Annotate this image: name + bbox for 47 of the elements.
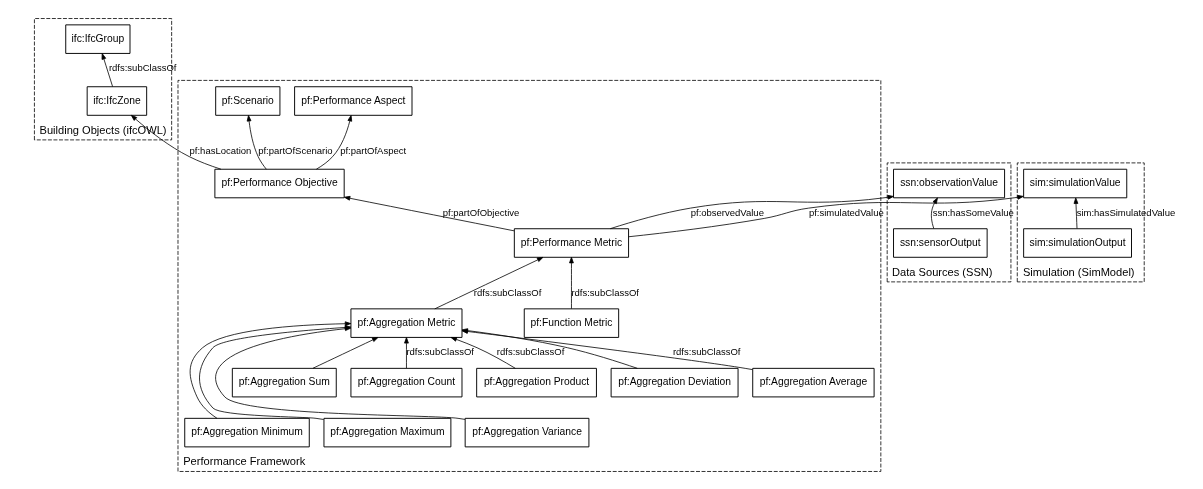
edge-label: pf:partOfAspect xyxy=(339,144,406,156)
edge-label: rdfs:subClassOf xyxy=(496,345,564,357)
arrow xyxy=(433,256,543,309)
arrow xyxy=(312,336,378,369)
node-box: ssn:observationValue xyxy=(892,168,1005,198)
arrow xyxy=(450,336,516,369)
arrow xyxy=(101,52,113,87)
node-box: pf:Scenario xyxy=(214,85,280,116)
arrow xyxy=(1073,197,1078,229)
edge-label: rdfs:subClassOf xyxy=(473,286,541,298)
node-box: ifc:IfcZone xyxy=(86,85,147,116)
edge-label: pf:partOfObjective xyxy=(442,206,519,218)
arrow xyxy=(627,194,1024,237)
node-box: pf:Performance Metric xyxy=(513,227,629,258)
node-box: ifc:IfcGroup xyxy=(64,23,130,54)
arrow xyxy=(343,195,515,231)
node-box: pf:Performance Aspect xyxy=(293,85,412,116)
edge-label: rdfs:subClassOf xyxy=(672,345,740,357)
node-box: sim:simulationValue xyxy=(1022,168,1127,198)
edge-label: rdfs:subClassOf xyxy=(570,286,639,298)
node-box: pf:Performance Objective xyxy=(213,168,345,198)
edge-label: pf:simulatedValue xyxy=(808,206,884,218)
node-box: pf:Aggregation Maximum xyxy=(323,417,451,447)
edge-label: pf:hasLocation xyxy=(189,144,251,156)
edge-label: pf:observedValue xyxy=(690,206,764,218)
edge-label: sim:hasSimulatedValue xyxy=(1076,206,1175,218)
edge-label: ssn:hasSomeValue xyxy=(932,206,1014,218)
edge-label: rdfs:subClassOf xyxy=(405,345,474,357)
arrow xyxy=(609,194,894,229)
node-box: pf:Function Metric xyxy=(523,307,619,338)
node-box: pf:Aggregation Metric xyxy=(349,307,462,338)
node-box: pf:Aggregation Average xyxy=(751,367,875,397)
node-box: pf:Aggregation Product xyxy=(475,367,597,397)
node-box: ssn:sensorOutput xyxy=(892,227,988,258)
arrow xyxy=(246,114,267,170)
node-box: pf:Aggregation Deviation xyxy=(610,367,739,397)
arrow xyxy=(403,336,409,368)
arrow xyxy=(315,114,352,170)
node-box: pf:Aggregation Sum xyxy=(231,367,337,397)
arrow xyxy=(130,114,221,170)
node-box: pf:Aggregation Minimum xyxy=(183,417,310,447)
arrow xyxy=(930,197,938,229)
node-box: pf:Aggregation Variance xyxy=(464,417,589,447)
node-box: sim:simulationOutput xyxy=(1022,227,1132,258)
node-box: pf:Aggregation Count xyxy=(349,367,462,397)
edge-label: pf:partOfScenario xyxy=(257,144,333,156)
arrow xyxy=(568,256,574,309)
